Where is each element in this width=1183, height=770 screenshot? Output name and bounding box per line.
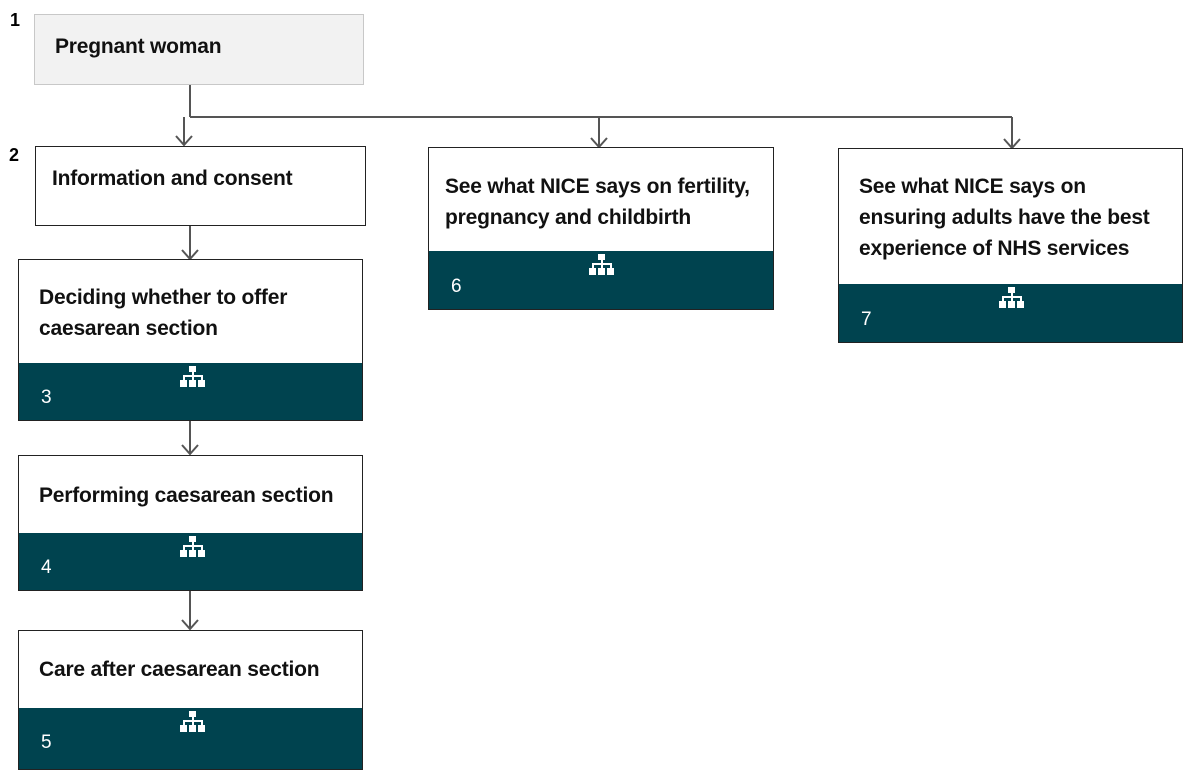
node-title: Deciding whether to offer caesarean sect… — [39, 286, 288, 340]
node-number: 5 — [41, 732, 52, 753]
arrowhead-performing-to-care — [181, 619, 199, 631]
node-deciding-whether-to-offer[interactable]: Deciding whether to offer caesarean sect… — [18, 259, 363, 421]
node-number: 3 — [41, 387, 52, 408]
node-number: 7 — [861, 309, 872, 330]
arrowhead-to-info — [175, 135, 193, 147]
node-footer: 4 — [19, 533, 362, 590]
hierarchy-icon[interactable] — [180, 711, 206, 738]
node-footer: 6 — [429, 251, 773, 309]
node-title: Performing caesarean section — [39, 484, 334, 507]
node-information-consent[interactable]: Information and consent — [35, 146, 366, 226]
node-pregnant-woman[interactable]: Pregnant woman — [34, 14, 364, 85]
node-title: Care after caesarean section — [39, 658, 320, 681]
node-number: 4 — [41, 557, 52, 578]
node-number: 6 — [451, 276, 462, 297]
hierarchy-icon[interactable] — [589, 254, 615, 281]
hierarchy-icon[interactable] — [180, 366, 206, 393]
node-footer: 7 — [839, 284, 1182, 342]
arrowhead-deciding-to-performing — [181, 444, 199, 456]
step-label-2: 2 — [9, 145, 20, 165]
node-title: Pregnant woman — [55, 35, 222, 58]
node-nice-nhs-services[interactable]: See what NICE says on ensuring adults ha… — [838, 148, 1183, 343]
hierarchy-icon[interactable] — [999, 287, 1025, 314]
node-footer: 5 — [19, 708, 362, 769]
node-title: See what NICE says on ensuring adults ha… — [859, 175, 1150, 260]
node-title: See what NICE says on fertility, pregnan… — [445, 175, 750, 229]
node-title: Information and consent — [52, 167, 293, 190]
node-nice-fertility-pregnancy[interactable]: See what NICE says on fertility, pregnan… — [428, 147, 774, 310]
node-footer: 3 — [19, 363, 362, 420]
hierarchy-icon[interactable] — [180, 536, 206, 563]
node-care-after-caesarean[interactable]: Care after caesarean section 5 — [18, 630, 363, 770]
step-label-1: 1 — [10, 10, 21, 30]
node-performing-caesarean[interactable]: Performing caesarean section 4 — [18, 455, 363, 591]
